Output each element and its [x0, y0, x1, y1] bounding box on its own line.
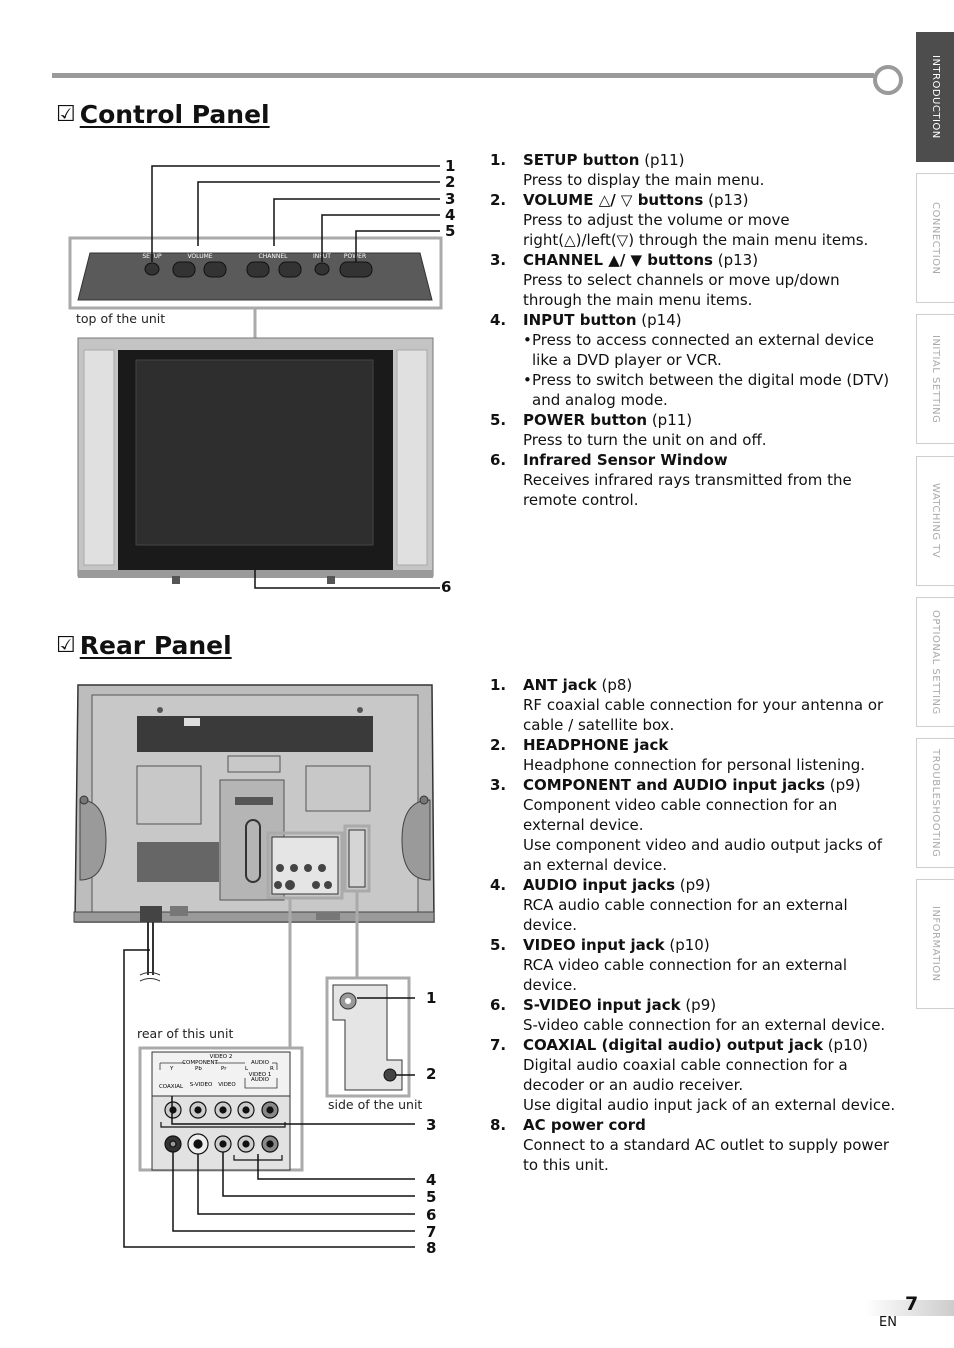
callout-1: 1	[445, 157, 456, 175]
list-item: 7. COAXIAL (digital audio) output jack (…	[490, 1036, 896, 1114]
callout-6: 6	[441, 578, 452, 596]
coaxial-label: COAXIAL	[159, 1084, 184, 1090]
svg-text:Pr: Pr	[221, 1066, 227, 1072]
checkbox-icon: ☑	[56, 633, 76, 658]
tab-optional-setting[interactable]: OPTIONAL SETTING	[916, 597, 954, 727]
list-item: 2. VOLUME △/ ▽ buttons (p13)Press to adj…	[490, 191, 869, 249]
rear-callout-8: 8	[426, 1239, 437, 1257]
list-item: 4. AUDIO input jacks (p9)RCA audio cable…	[490, 876, 848, 934]
tab-watching-tv[interactable]: WATCHING TV	[916, 456, 954, 586]
rear-callout-2: 2	[426, 1065, 437, 1083]
audio-label-top: AUDIO	[251, 1060, 270, 1066]
caption-rear-of-unit: rear of this unit	[137, 1026, 234, 1041]
rear-callout-1: 1	[426, 989, 437, 1007]
page-number-bar	[865, 1300, 954, 1316]
list-item: 3. CHANNEL ▲/ ▼ buttons (p13)Press to se…	[490, 251, 840, 309]
volume-label: VOLUME	[187, 253, 212, 260]
video-label: VIDEO	[218, 1082, 236, 1088]
list-item: 1. SETUP button (p11)Press to display th…	[490, 151, 765, 189]
callout-4: 4	[445, 206, 456, 224]
video2-label: VIDEO 2	[210, 1054, 233, 1060]
power-label: POWER	[344, 253, 366, 260]
list-item: 4. INPUT button (p14) •Press to access c…	[490, 311, 890, 409]
tab-connection[interactable]: CONNECTION	[916, 173, 954, 303]
audio-label-bottom: AUDIO	[251, 1077, 270, 1083]
page-language: EN	[879, 1315, 897, 1330]
tv-rear-illustration	[73, 684, 435, 923]
svg-text:Pb: Pb	[195, 1066, 202, 1072]
tab-information[interactable]: INFORMATION	[916, 879, 954, 1009]
page-number: 7	[905, 1293, 919, 1315]
tab-troubleshooting[interactable]: TROUBLESHOOTING	[916, 738, 954, 868]
caption-top-of-unit: top of the unit	[76, 311, 166, 326]
control-panel-list: 1. SETUP button (p11)Press to display th…	[490, 150, 900, 510]
rear-panel-list: 1. ANT jack (p8)RF coaxial cable connect…	[490, 675, 900, 1175]
rear-panel-heading: ☑ Rear Panel	[56, 631, 232, 660]
rear-callout-4: 4	[426, 1171, 437, 1189]
list-item: 5. POWER button (p11)Press to turn the u…	[490, 411, 767, 449]
rear-callout-5: 5	[426, 1188, 437, 1206]
svg-text:Y: Y	[169, 1066, 174, 1072]
component-label: COMPONENT	[182, 1060, 218, 1066]
list-item: 1. ANT jack (p8)RF coaxial cable connect…	[490, 676, 884, 734]
rear-callout-7: 7	[426, 1223, 437, 1241]
rear-jacks-zoom: VIDEO 2 COMPONENT AUDIO Y Pb Pr L R VIDE…	[123, 949, 415, 1248]
header-rule	[52, 73, 874, 78]
list-item: 3. COMPONENT and AUDIO input jacks (p9)C…	[490, 776, 883, 874]
side-jacks-zoom	[325, 976, 415, 1098]
caption-side-of-unit: side of the unit	[328, 1097, 423, 1112]
callout-5: 5	[445, 222, 456, 240]
svg-text:R: R	[270, 1066, 274, 1072]
list-item: 6. S-VIDEO input jack (p9)S-video cable …	[490, 996, 886, 1034]
svideo-label: S-VIDEO	[190, 1082, 213, 1088]
tab-introduction[interactable]: INTRODUCTION	[916, 32, 954, 162]
top-panel-illustration: SETUP VOLUME CHANNEL INPUT POWER	[68, 165, 443, 310]
callout-2: 2	[445, 173, 456, 191]
header-rule-end-circle	[873, 65, 903, 95]
rear-callout-3: 3	[426, 1116, 437, 1134]
rear-callout-6: 6	[426, 1206, 437, 1224]
channel-label: CHANNEL	[259, 253, 289, 260]
list-item: 5. VIDEO input jack (p10)RCA video cable…	[490, 936, 848, 994]
svg-text:L: L	[245, 1066, 249, 1072]
checkbox-icon: ☑	[56, 102, 76, 127]
tv-front-illustration	[77, 337, 440, 589]
tab-initial-setting[interactable]: INITIAL SETTING	[916, 314, 954, 444]
video1-label: VIDEO 1	[249, 1072, 272, 1078]
control-panel-heading: ☑ Control Panel	[56, 100, 270, 129]
callout-3: 3	[445, 190, 456, 208]
